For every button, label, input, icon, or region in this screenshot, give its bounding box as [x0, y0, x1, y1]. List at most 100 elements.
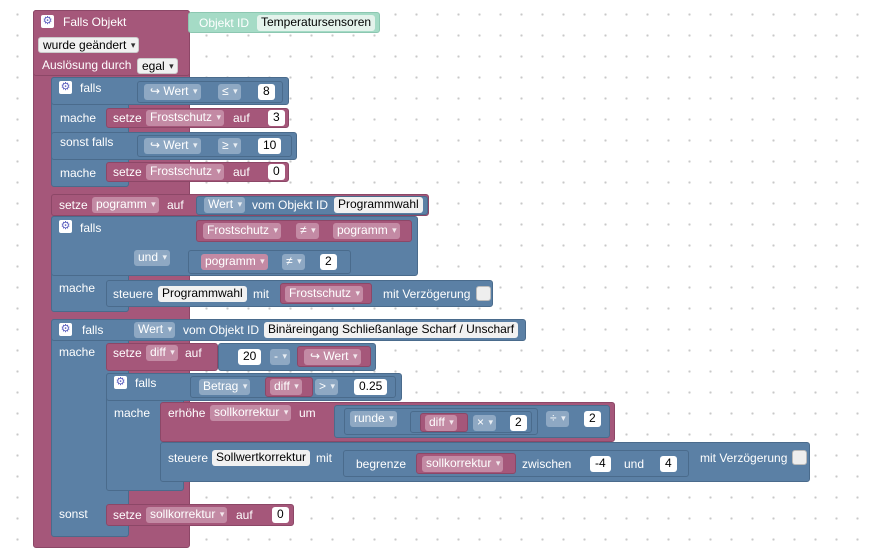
mache-label: mache — [59, 281, 96, 295]
number-field[interactable]: 3 — [268, 110, 285, 126]
operator-dropdown[interactable]: ≥ — [218, 138, 241, 154]
attribute-dropdown[interactable]: Wert — [204, 197, 246, 213]
objekt-id-field[interactable]: Sollwertkorrektur — [212, 450, 311, 466]
begrenze-label: begrenze — [356, 457, 407, 471]
variable-icon: ↪ — [310, 349, 321, 363]
setze-label: setze — [113, 165, 142, 179]
objekt-id-field[interactable]: Binäreingang Schließanlage Scharf / Unsc… — [264, 322, 519, 338]
auf-label: auf — [236, 508, 253, 522]
delay-checkbox[interactable] — [792, 450, 807, 465]
ausloesung-dropdown[interactable]: egal — [137, 58, 178, 74]
constrain-block[interactable] — [343, 450, 689, 477]
operator-dropdown[interactable]: ÷ — [546, 411, 569, 427]
mache-label: mache — [60, 111, 97, 125]
number-field[interactable]: 4 — [660, 456, 677, 472]
und-dropdown[interactable]: und — [134, 250, 171, 266]
wert-label: Wert — [163, 84, 189, 98]
variable-dropdown[interactable]: sollkorrektur — [210, 405, 292, 421]
mache-label: mache — [59, 345, 96, 359]
objekt-id-field[interactable]: Programmwahl — [334, 197, 423, 213]
number-field[interactable]: 2 — [584, 411, 601, 427]
variable-dropdown[interactable]: pogramm — [201, 254, 268, 270]
auf-label: auf — [233, 111, 250, 125]
objekt-id-field[interactable]: Programmwahl — [158, 286, 247, 302]
variable-dropdown[interactable]: pogramm — [333, 223, 400, 239]
objekt-id-field[interactable]: Temperatursensoren — [257, 15, 376, 31]
number-field[interactable]: -4 — [590, 456, 611, 472]
objekt-id-block[interactable]: Objekt ID Temperatursensoren — [188, 12, 380, 33]
mache-label: mache — [60, 166, 97, 180]
setze-label: setze — [113, 346, 142, 360]
var-wert-dropdown[interactable]: ↪ Wert — [304, 349, 361, 365]
number-field[interactable]: 2 — [320, 254, 337, 270]
auf-label: auf — [167, 198, 184, 212]
gear-icon[interactable]: ⚙ — [114, 376, 127, 389]
falls-label: falls — [82, 323, 104, 337]
number-field[interactable]: 20 — [238, 349, 262, 365]
var-wert-dropdown[interactable]: ↪ Wert — [144, 84, 201, 100]
operator-dropdown[interactable]: ≠ — [296, 223, 319, 239]
wert-label: Wert — [163, 138, 189, 152]
zwischen-label: zwischen — [522, 457, 572, 471]
operator-dropdown[interactable]: ≠ — [282, 254, 305, 270]
mit-label: mit — [316, 451, 332, 465]
falls-label: falls — [80, 221, 102, 235]
falls-label: falls — [135, 376, 157, 390]
vom-objekt-label: vom Objekt ID — [252, 198, 329, 212]
event-title: Falls Objekt — [63, 15, 127, 29]
steuere-label: steuere — [168, 451, 209, 465]
variable-dropdown[interactable]: Frostschutz — [146, 164, 225, 180]
operator-dropdown[interactable]: × — [473, 415, 497, 431]
auf-label: auf — [185, 346, 202, 360]
ausloesung-label: Auslösung durch — [42, 58, 132, 72]
erhoehe-label: erhöhe — [168, 406, 206, 420]
variable-dropdown[interactable]: Frostschutz — [146, 110, 225, 126]
operator-dropdown[interactable]: ≤ — [218, 84, 241, 100]
number-field[interactable]: 10 — [258, 138, 282, 154]
gear-icon[interactable]: ⚙ — [59, 81, 72, 94]
setze-label: setze — [113, 111, 142, 125]
auf-label: auf — [233, 165, 250, 179]
number-field[interactable]: 0.25 — [354, 379, 388, 395]
wert-label: Wert — [323, 349, 349, 363]
variable-dropdown[interactable]: sollkorrektur — [422, 456, 504, 472]
falls-label: falls — [80, 81, 102, 95]
variable-dropdown[interactable]: sollkorrektur — [146, 507, 228, 523]
trigger-dropdown[interactable]: wurde geändert — [38, 37, 140, 53]
um-label: um — [299, 406, 316, 420]
gear-icon[interactable]: ⚙ — [59, 220, 72, 233]
number-field[interactable]: 8 — [258, 84, 275, 100]
objekt-id-label: Objekt ID — [199, 16, 250, 30]
mache-label: mache — [114, 406, 151, 420]
delay-checkbox[interactable] — [476, 286, 491, 301]
steuere-label: steuere — [113, 287, 154, 301]
runde-dropdown[interactable]: runde — [350, 411, 397, 427]
delay-label: mit Verzögerung — [700, 451, 788, 465]
variable-dropdown[interactable]: Frostschutz — [285, 286, 364, 302]
number-field[interactable]: 0 — [272, 507, 289, 523]
setze-label: setze — [113, 508, 142, 522]
gear-icon[interactable]: ⚙ — [41, 15, 54, 28]
attribute-dropdown[interactable]: Wert — [134, 322, 176, 338]
variable-dropdown[interactable]: Frostschutz — [203, 223, 282, 239]
operator-dropdown[interactable]: - — [270, 349, 290, 365]
und-label: und — [624, 457, 645, 471]
var-wert-dropdown[interactable]: ↪ Wert — [144, 138, 201, 154]
vom-objekt-label: vom Objekt ID — [183, 323, 260, 337]
variable-icon: ↪ — [150, 138, 161, 152]
sonst-falls-label: sonst falls — [60, 135, 114, 149]
variable-dropdown[interactable]: diff — [270, 379, 302, 395]
operator-dropdown[interactable]: > — [315, 379, 339, 395]
delay-label: mit Verzögerung — [383, 287, 471, 301]
variable-dropdown[interactable]: diff — [146, 345, 178, 361]
number-field[interactable]: 2 — [510, 415, 527, 431]
variable-dropdown[interactable]: diff — [425, 415, 457, 431]
mit-label: mit — [253, 287, 269, 301]
gear-icon[interactable]: ⚙ — [59, 323, 72, 336]
setze-label: setze — [59, 198, 88, 212]
variable-dropdown[interactable]: pogramm — [92, 197, 159, 213]
betrag-dropdown[interactable]: Betrag — [199, 379, 251, 395]
number-field[interactable]: 0 — [268, 164, 285, 180]
variable-icon: ↪ — [150, 84, 161, 98]
sonst-label: sonst — [59, 507, 88, 521]
